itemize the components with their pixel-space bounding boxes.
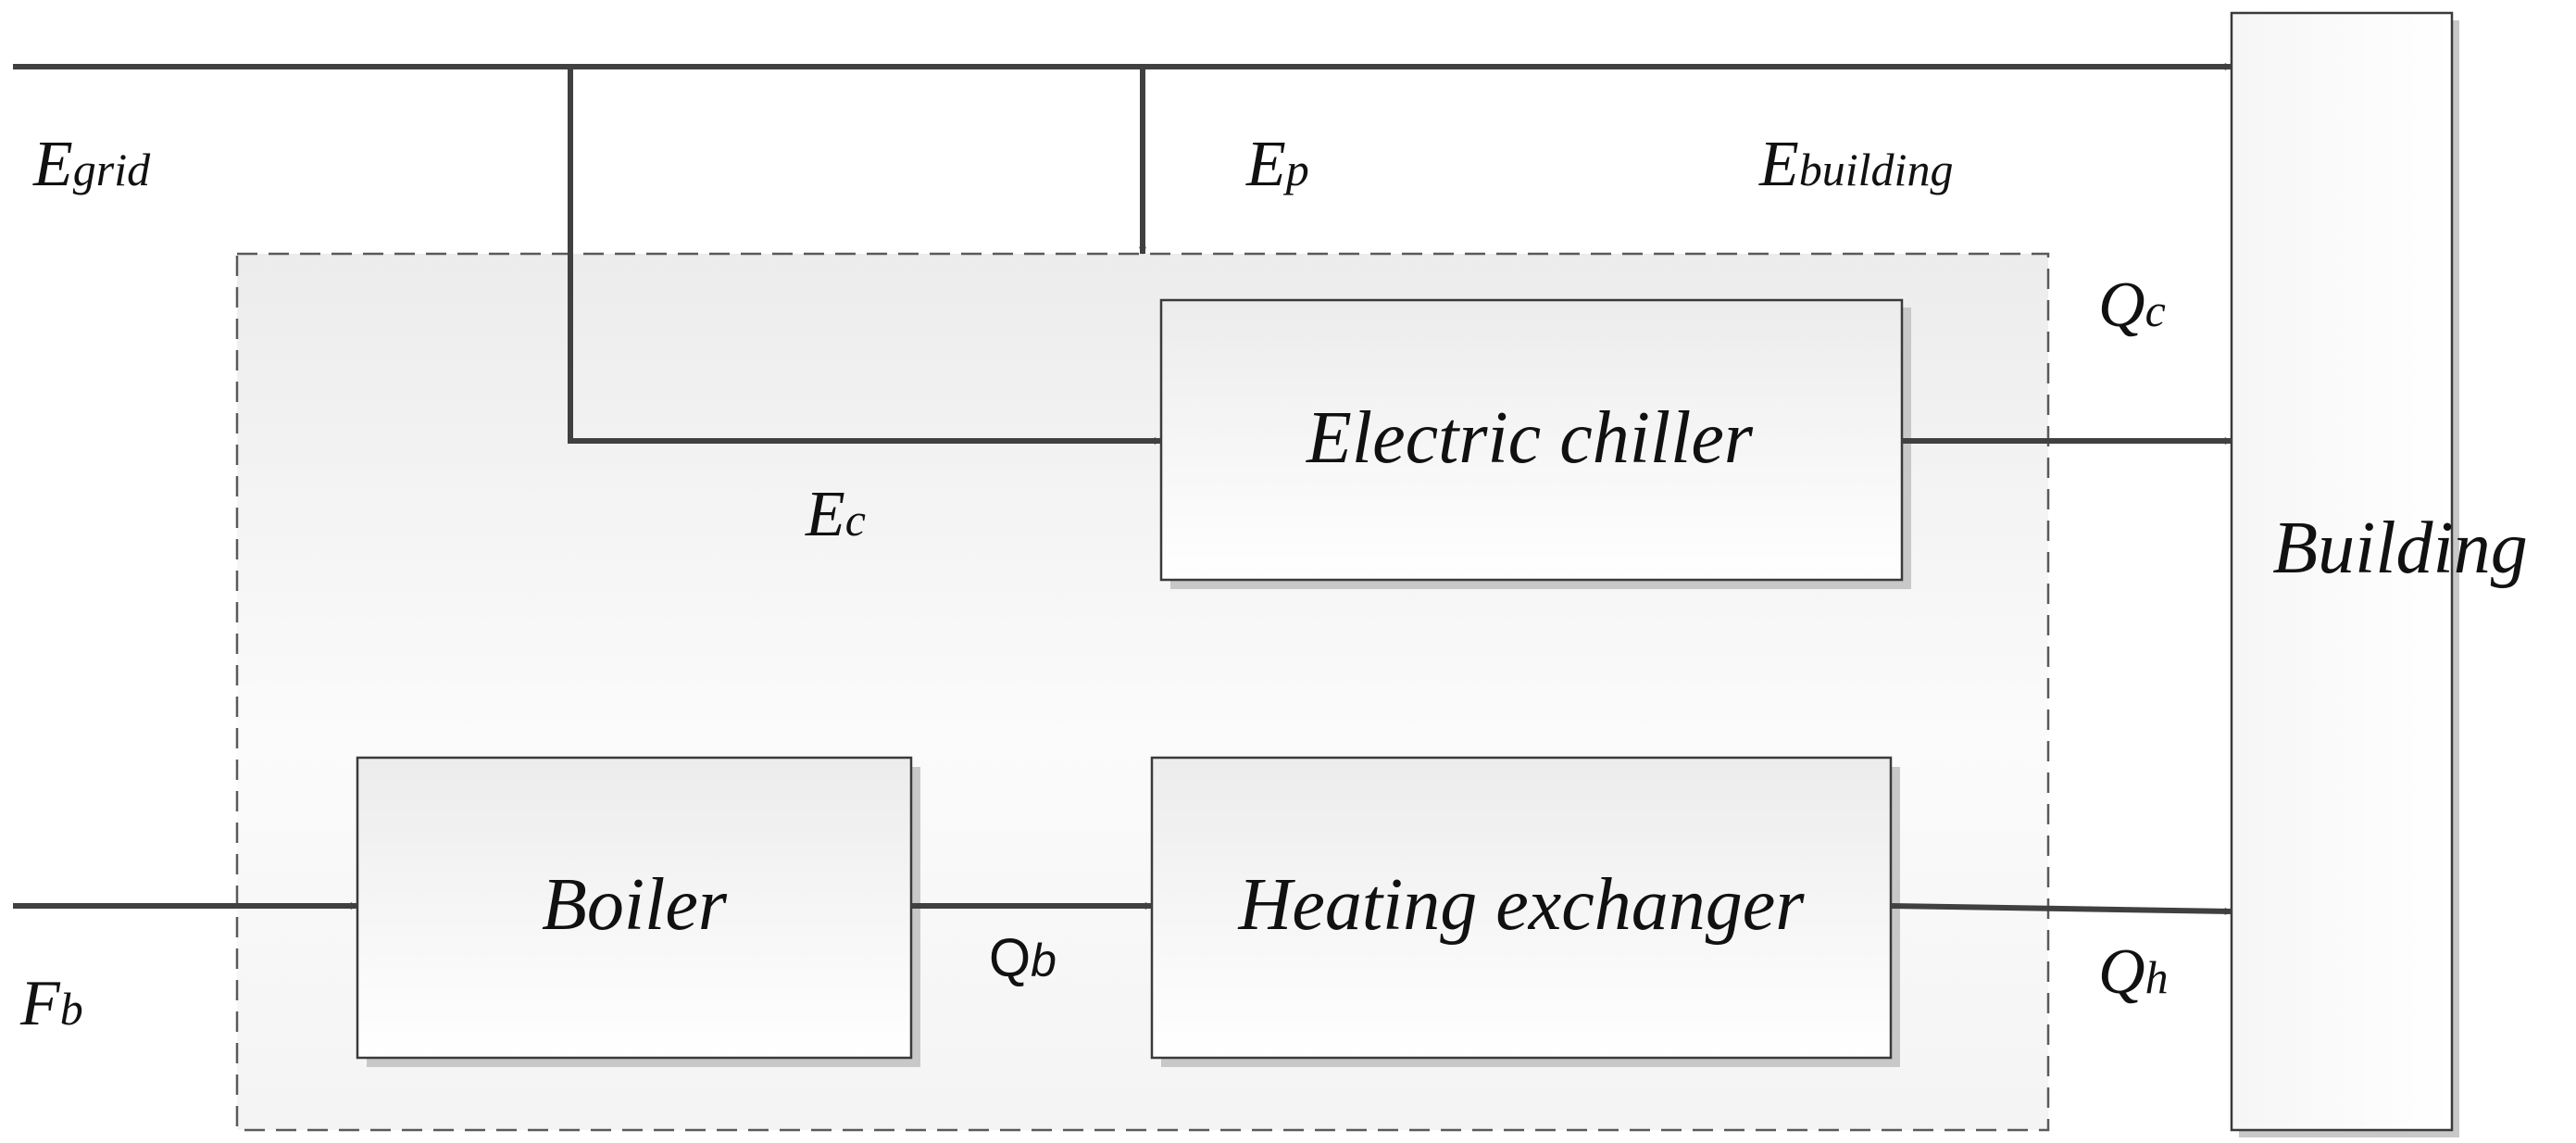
label-q-b: Qb xyxy=(989,928,1057,988)
boiler-block: Boiler xyxy=(356,756,920,1067)
label-e-c: Ec xyxy=(805,479,866,550)
heating-exchanger-block: Heating exchanger xyxy=(1150,756,1900,1067)
signal-labels: Egrid Ep Ebuilding Ec Qc Qh Fb Qb xyxy=(19,129,2169,1039)
label-q-c: Qc xyxy=(2098,270,2166,341)
electric-chiller-label: Electric chiller xyxy=(1306,397,1754,479)
label-f-b: Fb xyxy=(19,968,83,1039)
building-label: Building xyxy=(2272,508,2528,589)
grid-to-chiller-arrow xyxy=(568,67,1162,445)
boiler-label: Boiler xyxy=(542,864,728,946)
building-block: Building xyxy=(2230,11,2528,1137)
exchanger-to-building-arrow xyxy=(1890,903,2232,915)
label-e-building: Ebuilding xyxy=(1758,129,1953,200)
label-e-p: Ep xyxy=(1245,129,1309,200)
connections xyxy=(13,63,2232,915)
electric-chiller-block: Electric chiller xyxy=(1159,298,1911,589)
heating-exchanger-label: Heating exchanger xyxy=(1238,864,1806,946)
label-q-h: Qh xyxy=(2098,936,2169,1008)
label-e-grid: Egrid xyxy=(32,129,151,200)
